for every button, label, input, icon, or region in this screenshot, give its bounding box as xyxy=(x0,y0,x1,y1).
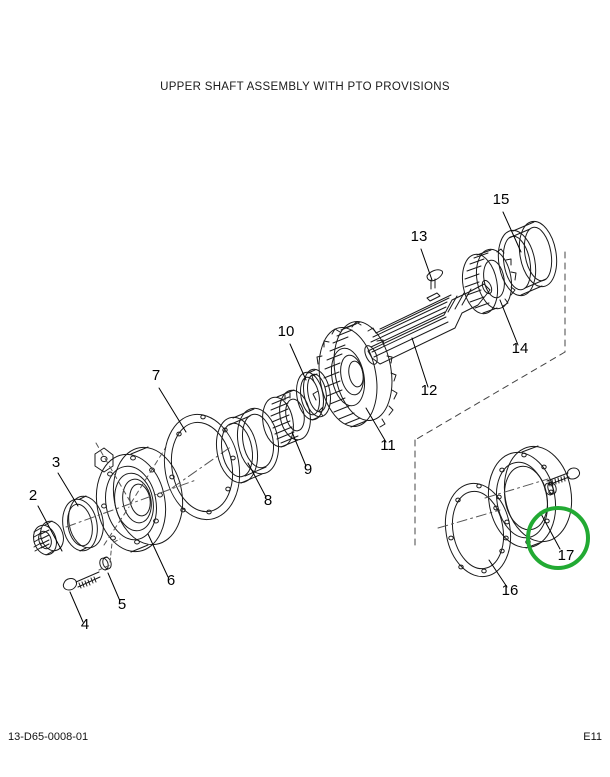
part-5-washer-left xyxy=(99,556,112,571)
callout-12: 12 xyxy=(421,382,438,399)
part-13-woodruff-key xyxy=(426,269,443,290)
page-code: E11 xyxy=(583,731,602,743)
part-4-capscrew-left xyxy=(62,564,111,591)
part-2-bearing-nut xyxy=(33,520,64,556)
part-4-capscrew-right xyxy=(546,467,580,487)
callout-16: 16 xyxy=(502,582,519,599)
callout-13: 13 xyxy=(411,228,428,245)
callout-5: 5 xyxy=(118,596,126,613)
drawing-number: 13-D65-0008-01 xyxy=(8,731,89,743)
part-7-gasket-front xyxy=(163,413,241,521)
callout-6: 6 xyxy=(167,572,175,589)
part-9-bearing-cone-splined xyxy=(262,389,311,448)
callout-17: 17 xyxy=(558,547,575,564)
part-14-pto-drive-gear xyxy=(461,248,517,315)
annotation-circle xyxy=(526,506,590,570)
callout-15: 15 xyxy=(493,191,510,208)
callout-10: 10 xyxy=(278,323,295,340)
callout-labels: 2 3 4 5 6 7 8 9 10 11 12 13 14 15 16 17 xyxy=(29,191,575,633)
part-16-pto-gasket xyxy=(437,482,512,578)
callout-8: 8 xyxy=(264,492,272,509)
part-3-oil-seal-ring xyxy=(62,495,104,552)
pto-provision-outline xyxy=(414,251,566,546)
callout-3: 3 xyxy=(52,454,60,471)
page-title: UPPER SHAFT ASSEMBLY WITH PTO PROVISIONS xyxy=(160,81,450,93)
callout-9: 9 xyxy=(304,461,312,478)
callout-2: 2 xyxy=(29,487,37,504)
callout-leader-lines xyxy=(37,211,561,623)
callout-14: 14 xyxy=(512,340,529,357)
part-8-bearing-cup xyxy=(215,407,280,484)
callout-4: 4 xyxy=(81,616,89,633)
part-15-bearing-cup-rear xyxy=(497,220,558,297)
callout-7: 7 xyxy=(152,367,160,384)
part-11-drive-gear xyxy=(311,321,398,428)
callout-11: 11 xyxy=(380,437,396,454)
part-6-bearing-cage-housing xyxy=(65,442,197,553)
